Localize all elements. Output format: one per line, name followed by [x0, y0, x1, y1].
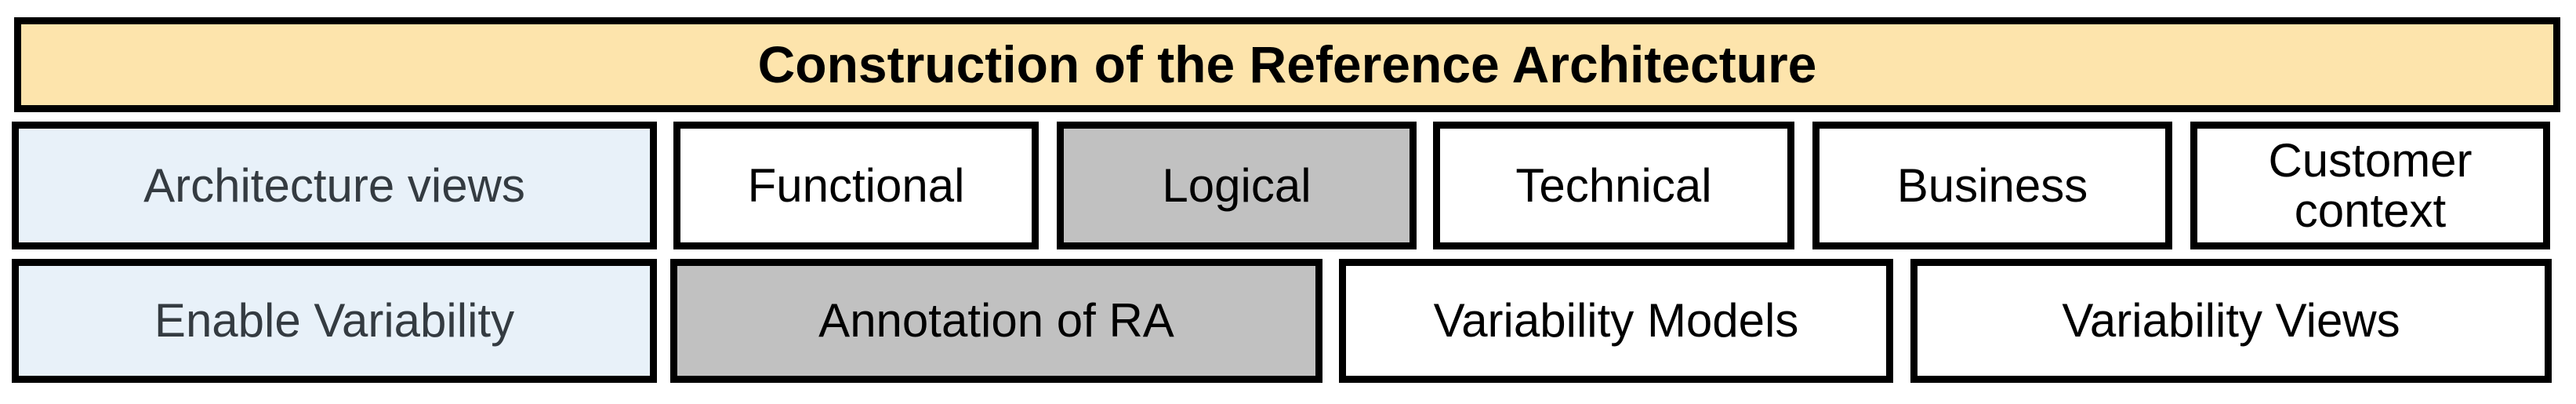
step-box-annotation-of-ra: Annotation of RA	[670, 259, 1322, 383]
step-box-variability-views: Variability Views	[1910, 259, 2552, 383]
view-label: Customer context	[2268, 133, 2473, 237]
step-box-variability-models: Variability Models	[1339, 259, 1893, 383]
view-label: Technical	[1515, 158, 1712, 212]
category-label: Architecture views	[143, 158, 525, 212]
diagram-title: Construction of the Reference Architectu…	[757, 35, 1817, 93]
view-box-customer-context: Customer context	[2190, 122, 2550, 249]
category-label: Enable Variability	[154, 294, 515, 348]
step-label: Annotation of RA	[818, 294, 1174, 348]
view-label: Functional	[747, 158, 965, 212]
step-label: Variability Models	[1433, 294, 1799, 348]
title-banner: Construction of the Reference Architectu…	[14, 17, 2560, 112]
view-label: Business	[1896, 158, 2088, 212]
step-label: Variability Views	[2062, 294, 2400, 348]
view-label: Logical	[1162, 158, 1312, 212]
view-box-functional: Functional	[673, 122, 1039, 249]
view-box-business: Business	[1812, 122, 2172, 249]
category-box-enable-variability: Enable Variability	[12, 259, 657, 383]
view-box-technical: Technical	[1433, 122, 1794, 249]
view-box-logical: Logical	[1057, 122, 1417, 249]
category-box-architecture-views: Architecture views	[12, 122, 657, 249]
